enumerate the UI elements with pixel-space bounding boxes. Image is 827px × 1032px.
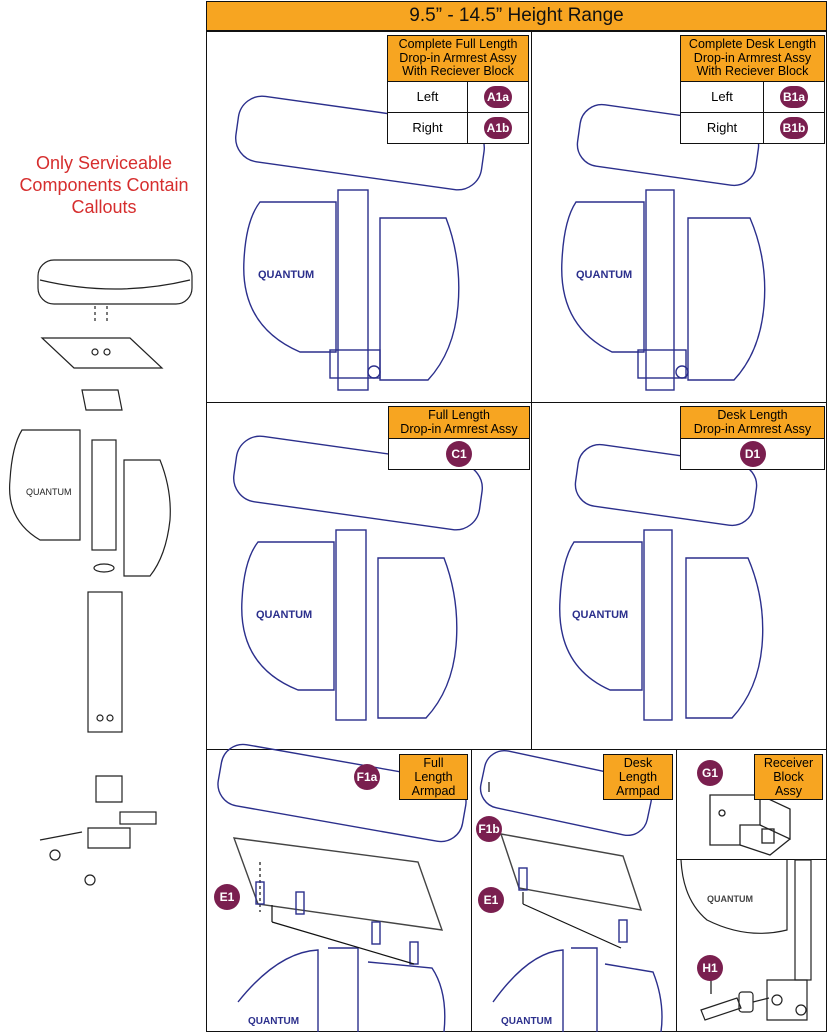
- side-label-right: Right: [681, 112, 764, 143]
- label-receiver-block-assy: Receiver Block Assy: [754, 754, 823, 800]
- table-row: Left A1a: [388, 81, 528, 113]
- brand-text-b: QUANTUM: [576, 269, 632, 281]
- f1a-label-1: Full Length: [414, 756, 453, 784]
- table-panel-c: Full Length Drop-in Armrest Assy C1: [388, 406, 530, 470]
- table-row: D1: [681, 439, 824, 469]
- callout-b1a[interactable]: B1a: [780, 85, 808, 108]
- exploded-armrest-drawing: QUANTUM: [8, 259, 193, 886]
- brand-text-a: QUANTUM: [258, 269, 314, 281]
- panel-c-title-2: Drop-in Armrest Assy: [400, 421, 518, 436]
- callout-h1[interactable]: H1: [697, 955, 723, 981]
- brand-text-d: QUANTUM: [572, 609, 628, 621]
- side-label-left: Left: [388, 81, 468, 112]
- callout-e1-full[interactable]: E1: [214, 884, 240, 910]
- panel-a-title-2: Drop-in Armrest Assy: [399, 50, 517, 65]
- panel-d-title-2: Drop-in Armrest Assy: [693, 421, 812, 436]
- g1-label-2: Block Assy: [773, 770, 804, 798]
- table-panel-b: Complete Desk Length Drop-in Armrest Ass…: [680, 35, 825, 144]
- panel-c-title-1: Full Length: [428, 408, 490, 422]
- brand-text-exploded: QUANTUM: [26, 487, 72, 497]
- label-full-length-armpad: Full Length Armpad: [399, 754, 468, 800]
- table-panel-d: Desk Length Drop-in Armrest Assy D1: [680, 406, 825, 470]
- panel-a-title-3: With Reciever Block: [402, 64, 514, 78]
- table-panel-a: Complete Full Length Drop-in Armrest Ass…: [387, 35, 529, 144]
- armrest-full-length-drawing-a: QUANTUM: [235, 95, 485, 391]
- table-row: Right A1b: [388, 112, 528, 143]
- panel-b-title-1: Complete Desk Length: [688, 37, 817, 51]
- callout-c1[interactable]: C1: [446, 441, 472, 467]
- armrest-desk-length-drawing-d: QUANTUM: [559, 443, 764, 721]
- note-line-1: Only Serviceable: [35, 153, 173, 173]
- armpad-desk-length-drawing: QUANTUM: [479, 749, 663, 1032]
- table-row: C1: [389, 439, 529, 469]
- f1b-label-2: Armpad: [616, 784, 660, 798]
- callout-b1b[interactable]: B1b: [780, 116, 808, 139]
- callout-a1a[interactable]: A1a: [484, 85, 512, 108]
- knob-detail-drawing: QUANTUM: [680, 859, 812, 1021]
- g1-label-1: Receiver: [763, 756, 814, 770]
- callout-f1b[interactable]: F1b: [476, 816, 502, 842]
- note-line-2: Components Contain: [19, 175, 189, 195]
- brand-text-c: QUANTUM: [256, 609, 312, 621]
- f1a-label-2: Armpad: [411, 784, 456, 798]
- panel-a-title-1: Complete Full Length: [398, 37, 518, 51]
- side-label-right: Right: [388, 112, 468, 143]
- brand-text-h: QUANTUM: [707, 894, 753, 904]
- brand-text-f1b: QUANTUM: [501, 1016, 552, 1027]
- armpad-full-length-drawing: QUANTUM: [217, 743, 467, 1032]
- callout-g1[interactable]: G1: [697, 760, 723, 786]
- panel-d-title-1: Desk Length: [717, 408, 788, 422]
- table-row: Right B1b: [681, 112, 824, 143]
- height-range-header: 9.5” - 14.5” Height Range: [206, 1, 827, 31]
- note-line-3: Callouts: [71, 197, 137, 217]
- armrest-full-length-drawing-c: QUANTUM: [233, 435, 483, 721]
- callout-a1b[interactable]: A1b: [484, 116, 512, 139]
- panel-b-title-3: With Reciever Block: [696, 64, 809, 78]
- serviceable-note: Only Serviceable Components Contain Call…: [8, 152, 200, 218]
- callout-d1[interactable]: D1: [739, 441, 766, 467]
- brand-text-f1a: QUANTUM: [248, 1016, 299, 1027]
- callout-e1-desk[interactable]: E1: [478, 887, 504, 913]
- armrest-desk-length-drawing-b: QUANTUM: [561, 103, 766, 391]
- label-desk-length-armpad: Desk Length Armpad: [603, 754, 673, 800]
- callout-f1a[interactable]: F1a: [354, 764, 380, 790]
- f1b-label-1: Desk Length: [618, 756, 658, 784]
- panel-b-title-2: Drop-in Armrest Assy: [693, 50, 812, 65]
- side-label-left: Left: [681, 81, 764, 112]
- table-row: Left B1a: [681, 81, 824, 113]
